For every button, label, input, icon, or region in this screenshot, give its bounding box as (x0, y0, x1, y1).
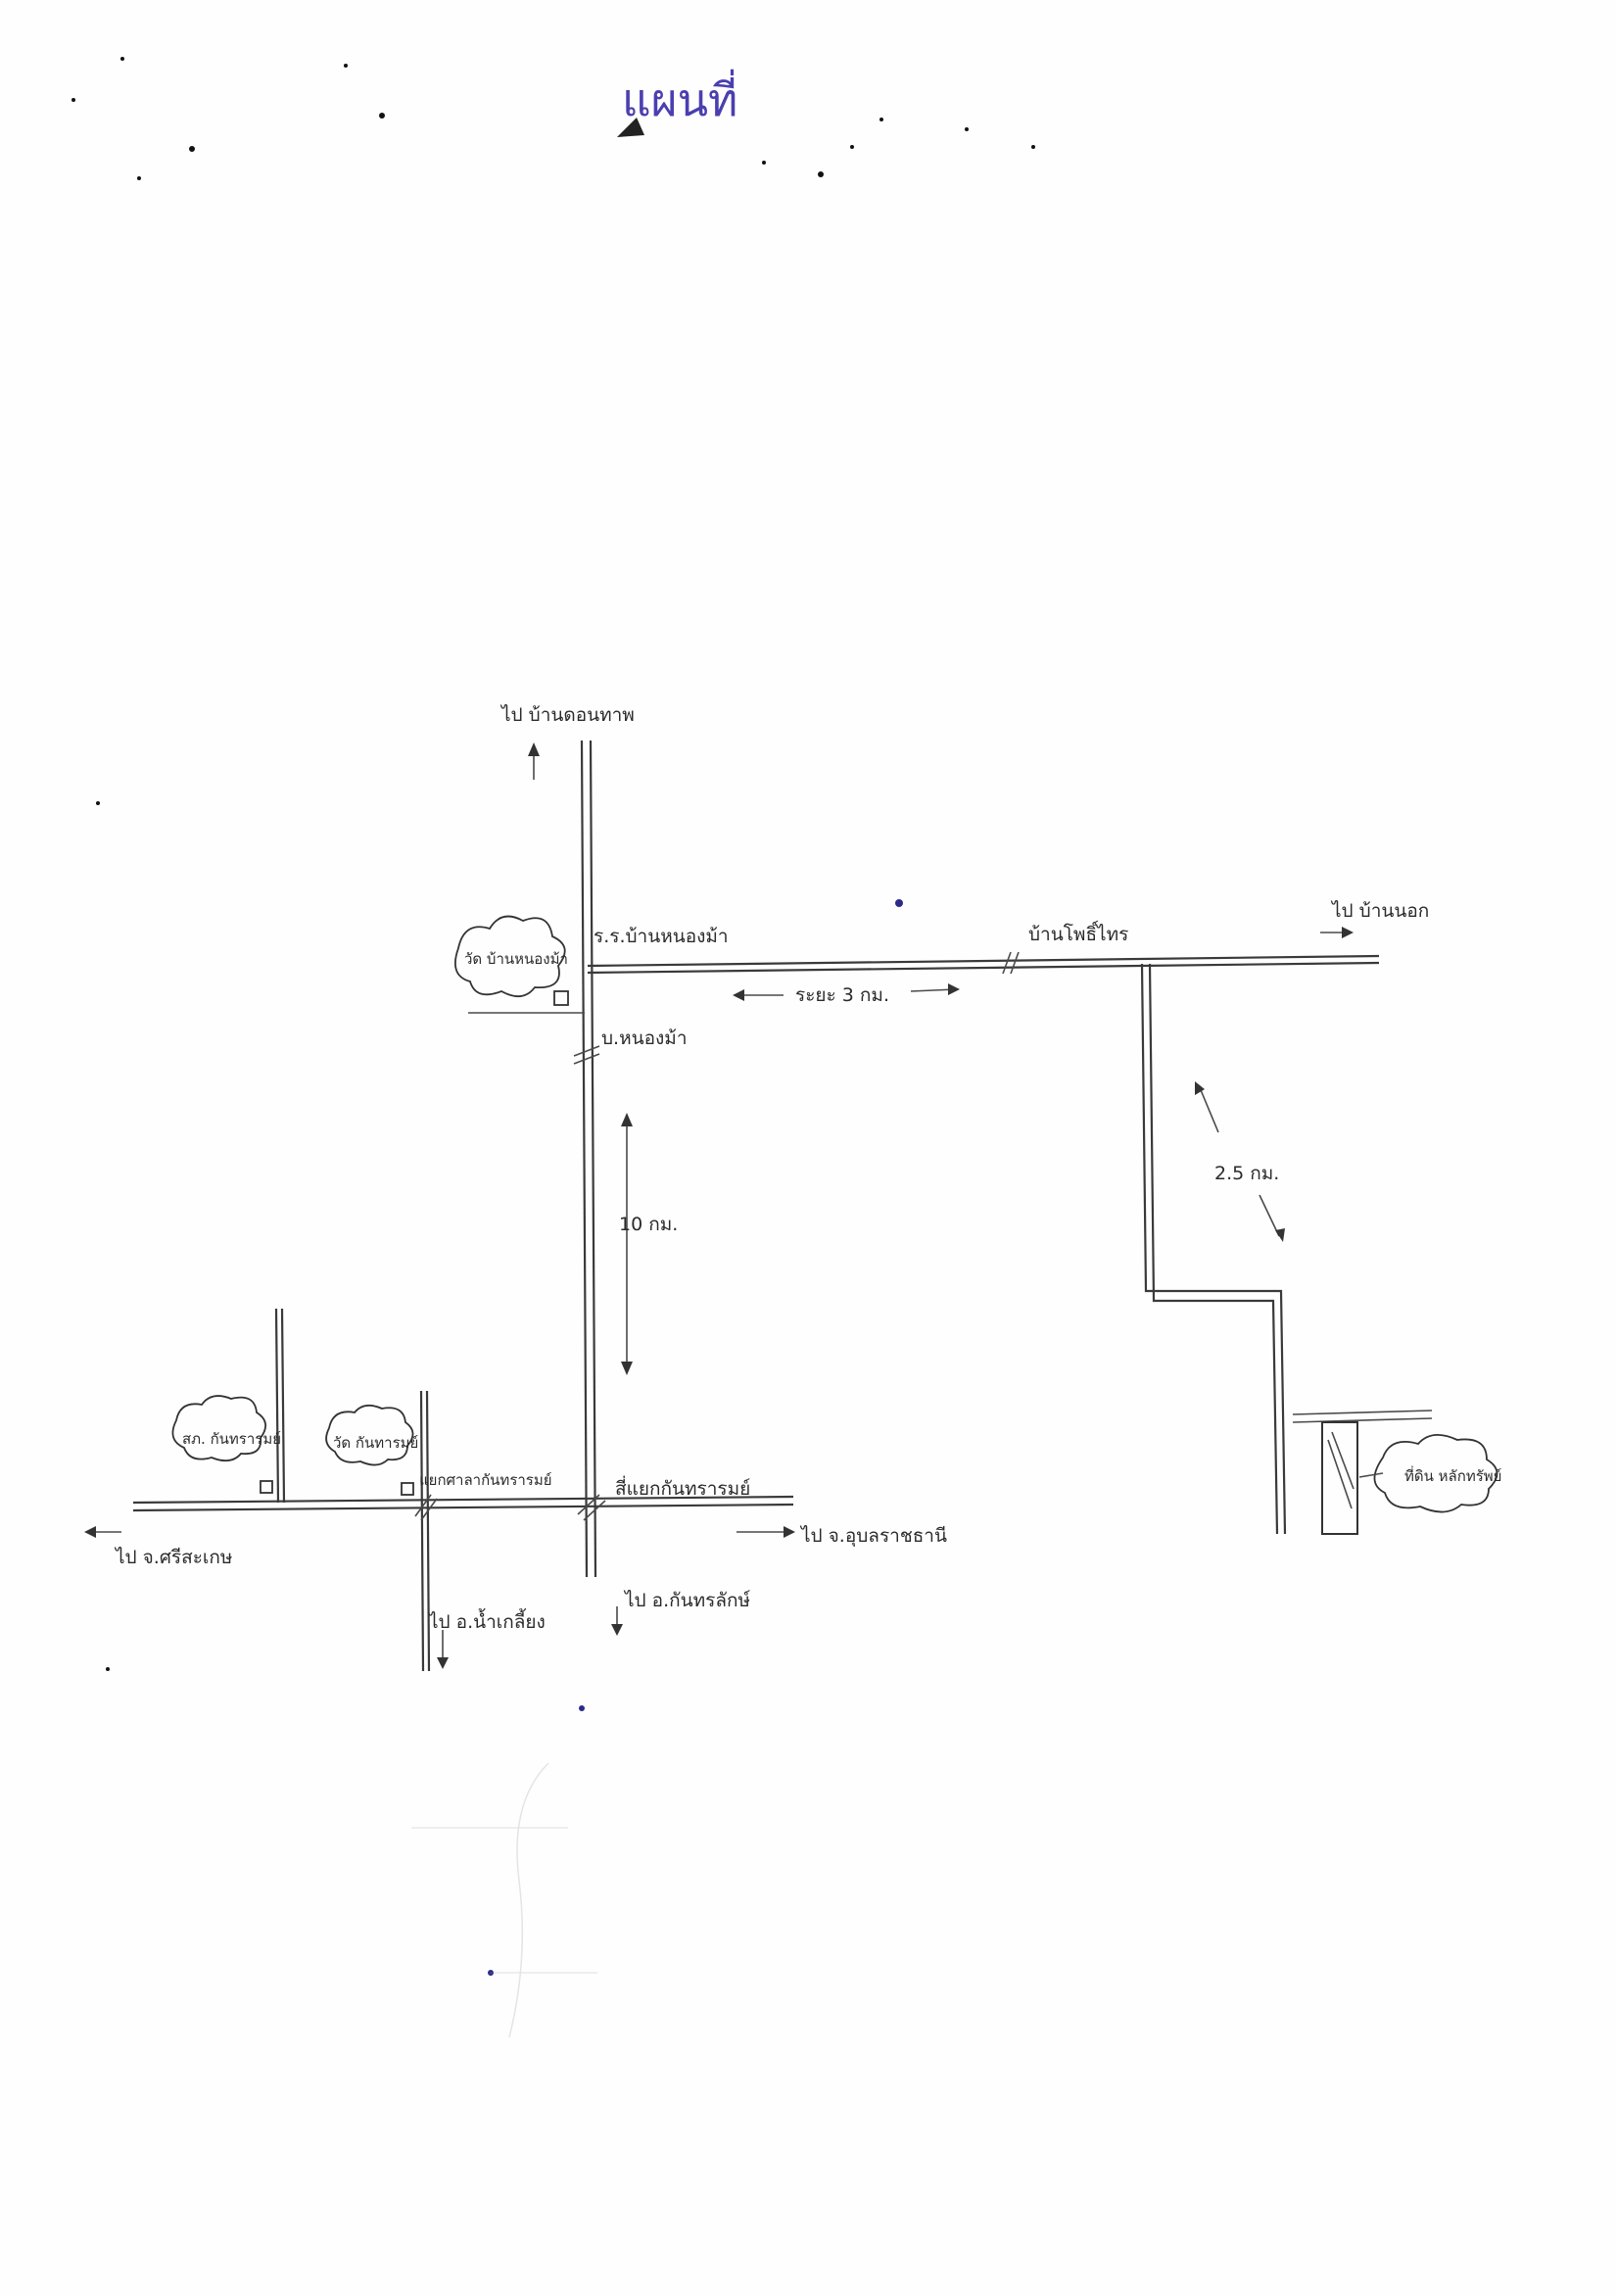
title-ink-blot (617, 118, 644, 137)
bottom-horizontal-road (132, 1495, 794, 1512)
label-temple-kanthararom: วัด กันทารมย์ (333, 1434, 418, 1452)
label-junction-kanthararom: แยกศาลากันทรารมย์ (419, 1471, 552, 1489)
right-branch-road (1140, 963, 1433, 1535)
label-temple-nong-mao: วัด บ้านหนองม้า (464, 950, 568, 968)
land-plot (1321, 1421, 1358, 1535)
faint-scribbles (411, 1762, 597, 2038)
direction-arrows (84, 742, 1354, 1669)
label-ban-nong-mao: บ.หนองม้า (601, 1028, 688, 1049)
label-police-station: สภ. กันทรารมย์ (182, 1430, 281, 1448)
middle-left-vertical-road (419, 1390, 431, 1672)
tree-temple-nong-mao (454, 915, 569, 1006)
road-ticks (414, 951, 1020, 1521)
label-to-amphoe-bueng: ไป อ.น้ำเกลี้ยง (427, 1608, 546, 1633)
map-title: แผนที่ (622, 69, 737, 126)
label-dist-10km: 10 กม. (619, 1214, 678, 1235)
label-to-kanthararak: ไป อ.กันทรลักษ์ (623, 1590, 750, 1611)
label-dist-2-5km: 2.5 กม. (1214, 1163, 1279, 1184)
left-vertical-road (274, 1308, 286, 1504)
label-to-ban-dontaphe: ไป บ้านดอนทาพ (499, 704, 635, 726)
label-school-ban-nong-mao: ร.ร.บ้านหนองม้า (594, 926, 729, 947)
label-to-ban-nok: ไป บ้านนอก (1330, 900, 1429, 922)
tree-police-station (171, 1395, 273, 1494)
label-ban-pho-sai: บ้านโพธิ์ไทร (1028, 920, 1128, 945)
label-to-sisaket: ไป จ.ศรีสะเกษ (114, 1547, 232, 1568)
label-crossroad-kanthararom: สี่แยกกันทรารมย์ (615, 1475, 750, 1500)
main-vertical-road (580, 740, 597, 1578)
tree-temple-kanthararom (325, 1404, 414, 1496)
top-horizontal-road (468, 954, 1380, 1014)
scan-specks (71, 57, 1035, 1976)
label-to-ubon: ไป จ.อุบลราชธานี (799, 1525, 947, 1548)
tree-land-plot (1358, 1434, 1498, 1513)
label-dist-3km: ระยะ 3 กม. (795, 984, 889, 1006)
label-land-plot: ที่ดิน หลักทรัพย์ (1404, 1465, 1501, 1485)
